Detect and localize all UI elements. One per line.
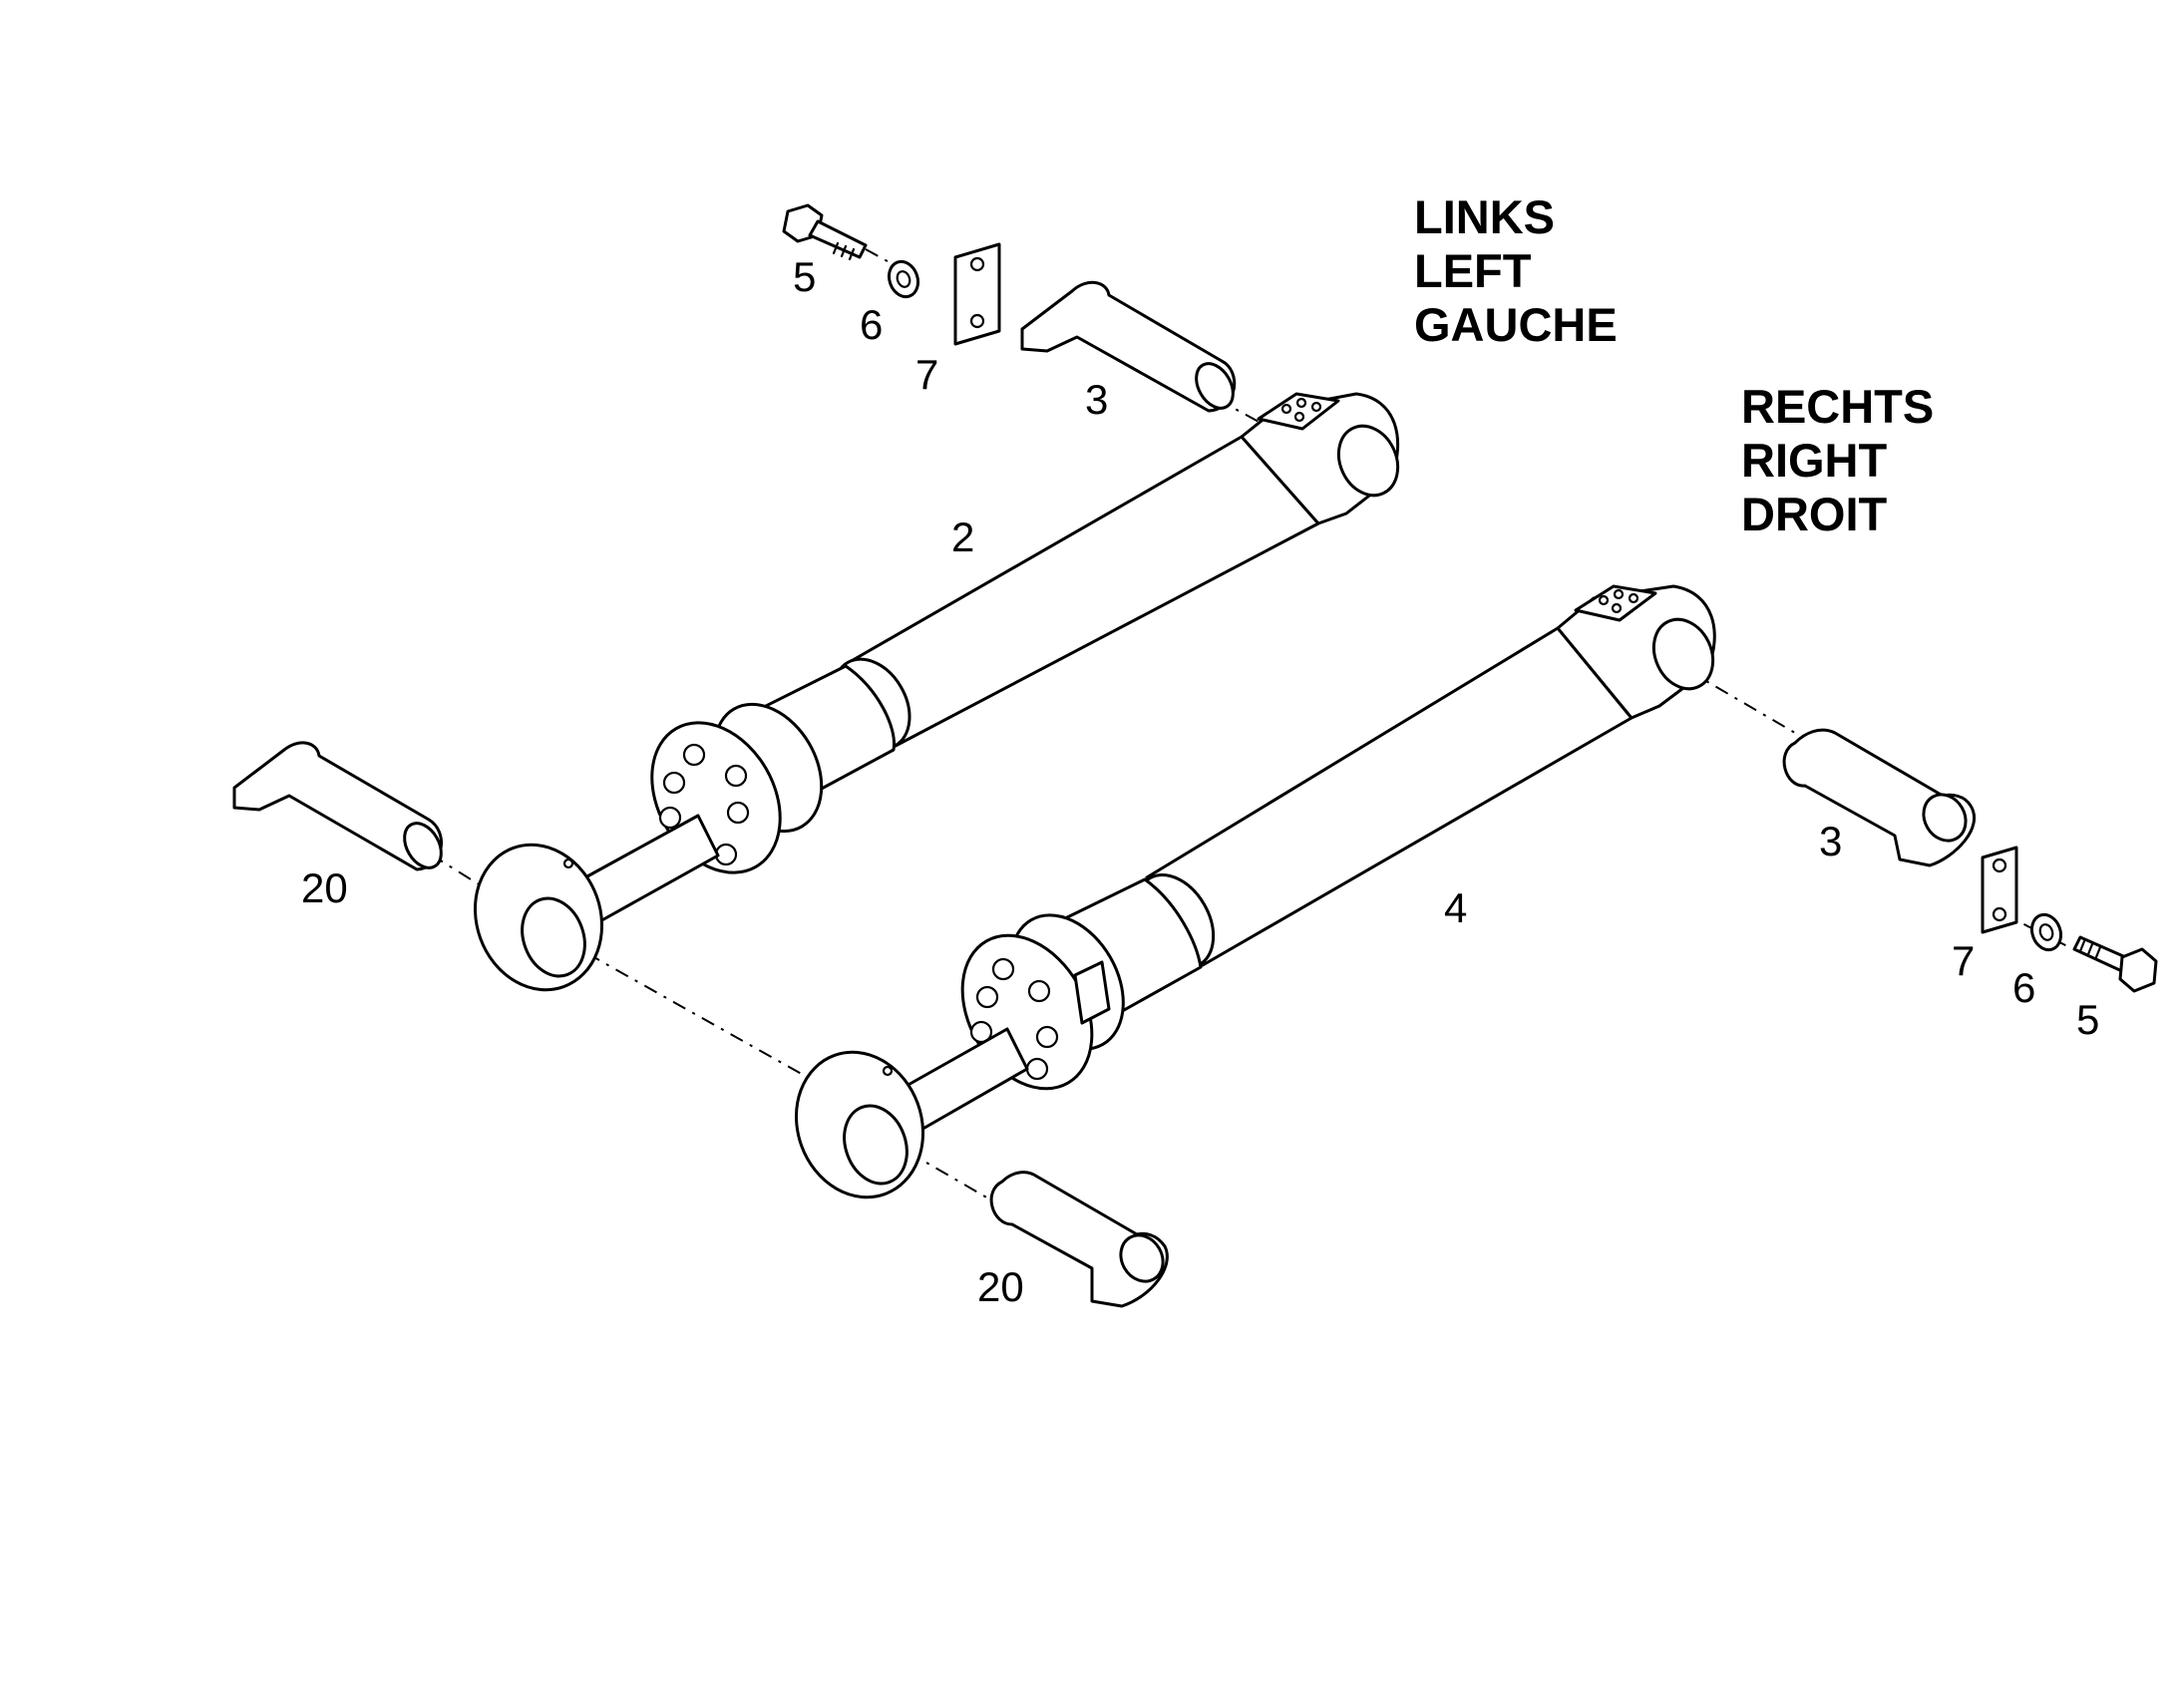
right-rod-eye-grease-hole (882, 1065, 894, 1077)
right-label-de: RECHTS (1741, 380, 1934, 433)
right-rod-eye-bore (843, 1104, 908, 1186)
callout-left-cylinder: 2 (951, 513, 974, 560)
right-label-fr: DROIT (1741, 488, 1888, 540)
right-bolt-head (2118, 947, 2158, 993)
left-top-pin (1020, 280, 1237, 413)
callout-left-bottom-pin: 20 (301, 864, 348, 911)
left-head-bore (1336, 424, 1400, 498)
left-hydraulic-cylinder (473, 392, 1400, 992)
right-side-label: RECHTS RIGHT DROIT (1741, 380, 1934, 540)
right-plate (1981, 846, 2018, 934)
right-hydraulic-cylinder (794, 584, 1716, 1199)
left-rod-eye-grease-hole (562, 857, 574, 869)
callout-numbers: 5 6 7 3 2 20 3 4 7 6 5 20 (301, 253, 2099, 1310)
left-cylinder-barrel (846, 435, 1320, 748)
left-label-de: LINKS (1414, 190, 1555, 243)
callout-right-top-pin: 3 (1819, 818, 1842, 864)
left-bolt-shank (808, 219, 868, 259)
right-label-en: RIGHT (1741, 434, 1888, 487)
callout-right-bolt: 5 (2076, 996, 2099, 1043)
callout-right-bottom-pin: 20 (977, 1263, 1024, 1310)
centerline-right-top-pin (1686, 669, 1796, 734)
left-port-holes (1280, 397, 1322, 423)
callout-left-washer: 6 (860, 301, 883, 348)
left-bottom-pin (232, 741, 443, 871)
callout-right-cylinder: 4 (1444, 884, 1467, 931)
left-rod-eye-bore (521, 896, 586, 978)
centerline-right-bottom-pin (907, 1151, 1003, 1207)
right-bottom-pin (989, 1171, 1169, 1308)
left-label-en: LEFT (1414, 244, 1532, 297)
left-washer (887, 259, 920, 299)
left-plate (953, 242, 1001, 346)
callout-right-plate: 7 (1952, 937, 1975, 984)
right-bolt (2072, 935, 2158, 993)
left-label-fr: GAUCHE (1414, 298, 1618, 351)
callout-right-washer: 6 (2012, 964, 2035, 1011)
right-washer (2029, 912, 2063, 952)
callout-left-bolt: 5 (793, 253, 816, 300)
callout-left-plate: 7 (915, 351, 938, 398)
right-gland-port-block (1073, 960, 1111, 1025)
right-head-bore (1651, 617, 1715, 691)
right-port-holes (1598, 588, 1639, 614)
callout-left-top-pin: 3 (1085, 376, 1108, 423)
right-top-pin (1782, 728, 1977, 867)
left-side-label: LINKS LEFT GAUCHE (1414, 190, 1618, 351)
right-cylinder-barrel (1145, 626, 1634, 967)
left-bolt (782, 203, 868, 261)
